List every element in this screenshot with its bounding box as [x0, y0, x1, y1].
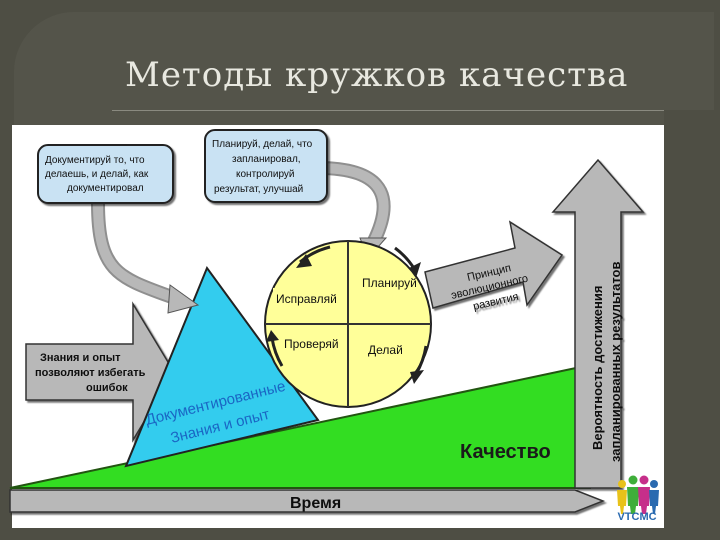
quality-label: Качество	[460, 441, 551, 463]
title-bar-corner	[14, 12, 714, 125]
left-frame	[0, 110, 12, 540]
probability-arrow: Вероятность достижения запланированных р…	[551, 158, 645, 489]
knowledge-arrow: Знания и опыт позволяют избегать ошибок	[25, 301, 175, 443]
principle-arrow: Принцип эволюционного развития	[424, 220, 564, 313]
knowledge-arrow-line2: позволяют избегать	[35, 367, 146, 379]
cycle-check: Проверяй	[284, 337, 339, 351]
organization-logo	[617, 475, 659, 514]
right-frame	[664, 110, 720, 540]
callout-center-line2: запланировал,	[232, 154, 301, 165]
callout-center: Планируй, делай, что запланировал, контр…	[204, 129, 328, 203]
callout-left-line3: документировал	[67, 183, 144, 194]
logo-text: VTCMC	[617, 511, 657, 523]
knowledge-arrow-line3: ошибок	[86, 382, 128, 394]
bottom-frame	[0, 528, 720, 540]
cycle-do: Делай	[368, 343, 403, 357]
callout-center-line1: Планируй, делай, что	[212, 139, 313, 150]
people-icon	[617, 475, 659, 514]
callout-left-line1: Документируй то, что	[45, 155, 145, 166]
pdca-circle: Исправляй Планируй Проверяй Делай	[264, 240, 432, 408]
probability-label-line1: Вероятность достижения	[590, 286, 605, 450]
title-underline	[112, 110, 677, 111]
cycle-plan: Планируй	[362, 276, 417, 290]
knowledge-arrow-line1: Знания и опыт	[40, 352, 121, 364]
callout-left: Документируй то, что делаешь, и делай, к…	[37, 144, 174, 204]
callout-left-arrow	[91, 202, 200, 314]
knowledge-triangle: Документированные Знания и опыт	[124, 265, 320, 468]
time-label: Время	[290, 495, 341, 512]
title-bar	[0, 0, 720, 125]
slide-title: Методы кружков качества	[125, 55, 629, 95]
cycle-act: Исправляй	[276, 292, 337, 306]
probability-label-line2: запланированных результатов	[608, 262, 623, 462]
callout-center-line4: результат, улучшай	[214, 184, 303, 195]
callout-center-line3: контролируй	[236, 169, 295, 180]
callout-left-line2: делаешь, и делай, как	[45, 169, 149, 180]
time-arrow: Время	[9, 489, 606, 513]
